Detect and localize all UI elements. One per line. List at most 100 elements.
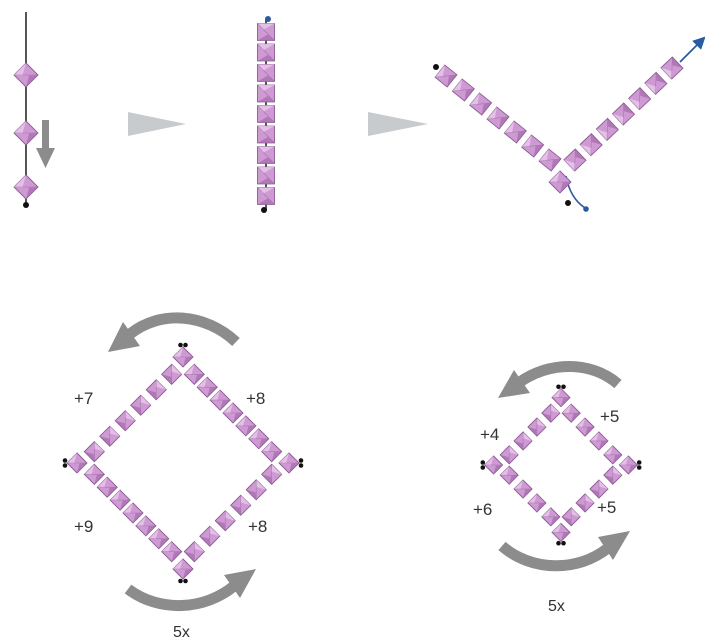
bicone-bead	[561, 403, 581, 423]
thread-knot	[178, 578, 183, 584]
step3-v-shape	[433, 36, 705, 212]
thread-knot	[556, 540, 561, 546]
step2-top-end	[265, 16, 271, 22]
thread-knot	[636, 465, 642, 470]
thread-knot	[62, 463, 68, 468]
step1-strand	[13, 12, 55, 208]
bicone-bead	[230, 494, 252, 516]
thread-knot	[62, 458, 68, 463]
large-repeat-label: 5x	[173, 624, 190, 641]
bicone-bead	[83, 463, 105, 485]
bicone-bead	[83, 441, 105, 463]
bicone-bead	[161, 541, 183, 563]
small-repeat-label: 5x	[548, 598, 565, 615]
large-curved-arrow-bottom-head	[224, 569, 256, 598]
bicone-bead	[469, 92, 493, 116]
bicone-bead	[114, 410, 136, 432]
thread-knot	[561, 540, 566, 546]
bicone-bead	[66, 452, 88, 474]
bicone-bead	[660, 56, 684, 80]
step1-down-arrow	[36, 120, 55, 168]
small-curved-arrow-bottom	[498, 541, 612, 572]
large-label-top-left: +7	[74, 389, 93, 408]
thread-knot	[556, 384, 561, 390]
bicone-bead	[538, 148, 562, 172]
bicone-bead	[248, 428, 270, 450]
bicone-bead	[521, 134, 545, 158]
bicone-bead	[257, 146, 275, 164]
bicone-bead	[222, 402, 244, 424]
bicone-bead	[628, 87, 652, 111]
bicone-bead	[96, 476, 118, 498]
small-curved-arrow-bottom-head	[598, 531, 630, 560]
bicone-bead	[603, 445, 623, 465]
step3-beads	[434, 56, 684, 194]
thread-knot	[178, 342, 183, 348]
step1-thread-end	[23, 202, 29, 208]
bicone-bead	[257, 166, 275, 185]
bicone-bead	[245, 479, 267, 501]
bicone-bead	[214, 510, 236, 532]
bicone-bead	[130, 394, 152, 416]
bicone-bead	[513, 479, 533, 499]
bicone-bead	[503, 120, 527, 144]
bicone-bead	[235, 415, 257, 437]
bicone-bead	[145, 379, 167, 401]
step3-blue-end	[583, 206, 589, 212]
bicone-bead	[589, 479, 609, 499]
bicone-bead	[548, 170, 572, 194]
bicone-bead	[611, 102, 636, 126]
bicone-bead	[541, 507, 561, 527]
bicone-bead	[135, 515, 157, 537]
large-square-motif: +7 +8 +9 +8 5x	[62, 312, 304, 641]
bicone-bead	[148, 528, 170, 550]
step3-needle-line	[679, 36, 705, 63]
bicone-bead	[183, 541, 205, 563]
bicone-bead	[257, 23, 275, 41]
bicone-bead	[575, 493, 595, 513]
bicone-bead	[434, 64, 458, 88]
bicone-bead	[199, 525, 221, 547]
large-curved-arrow-top-head	[108, 322, 140, 352]
bicone-bead	[527, 493, 547, 513]
bicone-bead	[486, 106, 510, 130]
bicone-bead	[561, 507, 581, 527]
bicone-bead	[513, 431, 533, 451]
bicone-bead	[257, 125, 275, 144]
step3-bottom-end	[565, 200, 571, 206]
small-curved-arrow-top	[516, 361, 622, 389]
step-arrow-1	[128, 112, 186, 136]
step1-beads	[13, 62, 39, 200]
large-square-beads	[62, 342, 304, 584]
step3-left-end	[433, 64, 439, 70]
bicone-bead	[579, 133, 603, 157]
thread-knot	[298, 463, 304, 468]
small-label-top-right: +5	[600, 407, 619, 426]
bicone-bead	[172, 558, 194, 580]
bicone-bead	[451, 78, 475, 102]
bicone-bead	[499, 445, 519, 465]
large-label-top-right: +8	[246, 389, 265, 408]
small-square-beads	[480, 384, 642, 546]
bicone-bead	[183, 363, 205, 385]
small-square-motif: +4 +5 +6 +5 5x	[473, 361, 642, 615]
step2-strand	[257, 16, 275, 213]
thread-knot	[183, 342, 188, 348]
bicone-bead	[644, 71, 668, 95]
bicone-bead	[541, 403, 561, 423]
bicone-bead	[589, 431, 609, 451]
small-label-bottom-left: +6	[473, 500, 492, 519]
small-label-bottom-right: +5	[597, 498, 616, 517]
step2-bottom-end	[261, 207, 267, 213]
thread-knot	[561, 384, 566, 390]
bicone-bead	[278, 452, 300, 474]
small-curved-arrow-top-head	[498, 370, 530, 398]
bicone-bead	[99, 425, 121, 447]
large-label-bottom-right: +8	[248, 517, 267, 536]
bicone-bead	[499, 465, 519, 485]
step2-beads	[257, 23, 275, 205]
thread-knot	[298, 458, 304, 463]
bicone-bead	[257, 84, 275, 103]
bicone-bead	[563, 148, 587, 172]
